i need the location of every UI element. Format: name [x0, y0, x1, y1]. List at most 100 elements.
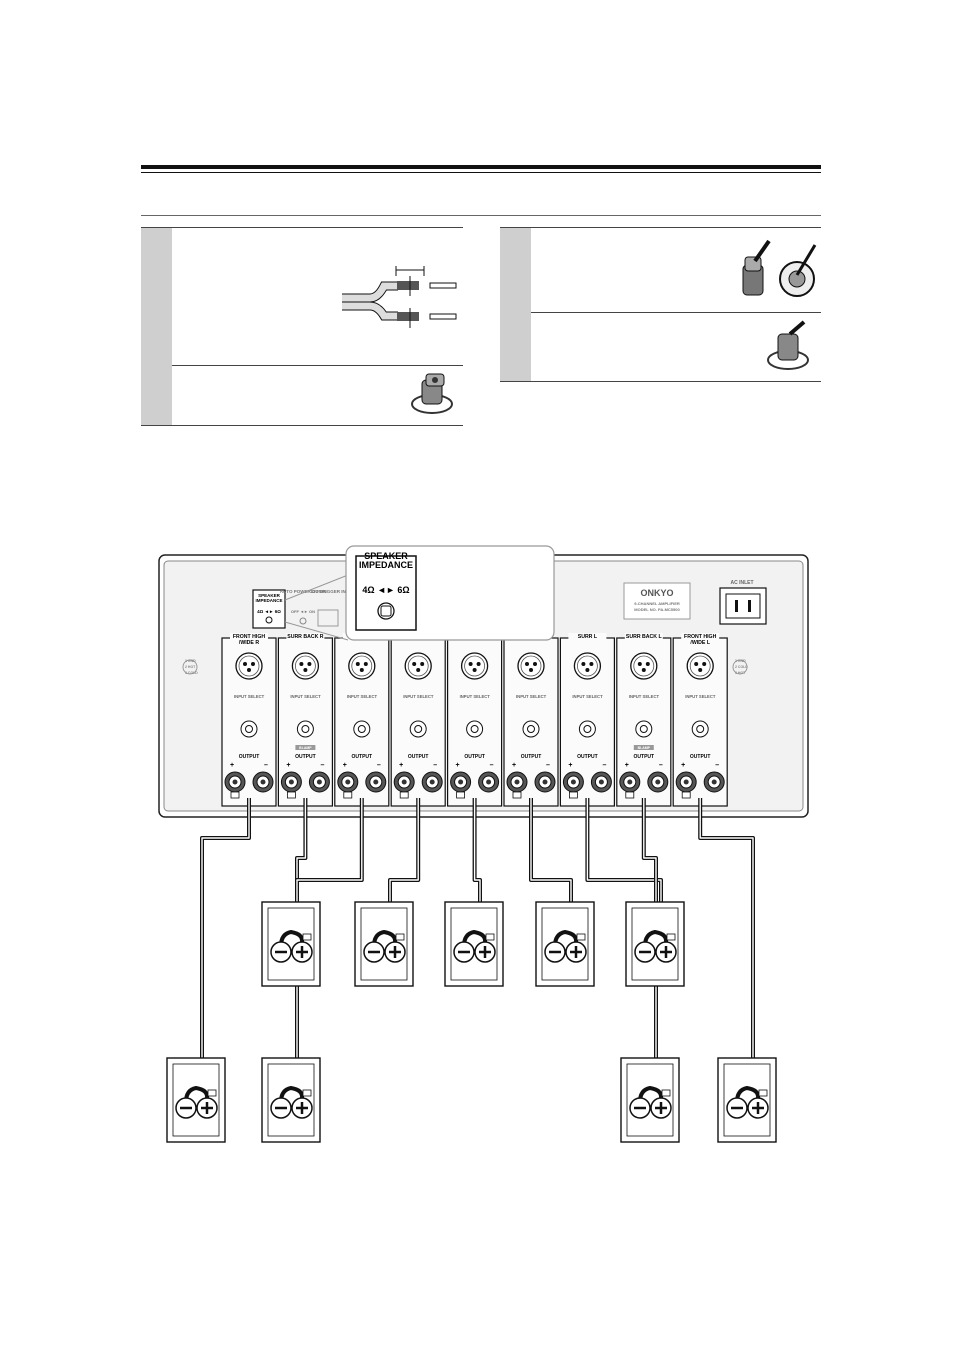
plus-label: +	[456, 762, 460, 769]
step-number-3	[500, 228, 531, 312]
brand-plate: ONKYO 9-CHANNEL AMPLIFIER MODEL NO. PA-M…	[623, 582, 691, 620]
xlr-input-connector[interactable]	[630, 652, 658, 680]
trigger-jack: 12V TRIGGER IN	[310, 589, 346, 627]
pin-right-3: 3 HOT	[735, 671, 746, 675]
minus-label: –	[490, 762, 494, 769]
rca-input-jack[interactable]	[296, 720, 314, 738]
pin-left-2: 2 HOT	[185, 665, 196, 669]
step-number-2	[141, 364, 172, 425]
minus-label: –	[546, 762, 550, 769]
minus-label: –	[433, 762, 437, 769]
step-box-4	[500, 311, 821, 382]
rca-input-jack[interactable]	[635, 720, 653, 738]
rca-input-jack[interactable]	[522, 720, 540, 738]
speakers	[166, 901, 777, 1143]
terminal-tighten-illustration	[767, 320, 809, 370]
callout-title-2: IMPEDANCE	[359, 560, 413, 570]
rca-input-jack[interactable]	[353, 720, 371, 738]
xlr-pin-legend-left: 1 GND 2 HOT 3 COLD	[182, 659, 198, 675]
xlr-input-connector[interactable]	[348, 652, 376, 680]
speaker	[717, 1057, 777, 1143]
pin-left-3: 3 COLD	[185, 671, 198, 675]
speaker	[354, 901, 414, 987]
minus-label: –	[264, 762, 268, 769]
input-select-label: INPUT SELECT	[572, 694, 603, 699]
input-select-label: INPUT SELECT	[685, 694, 716, 699]
callout-setting: 4Ω ◄► 6Ω	[362, 585, 409, 595]
rca-input-jack[interactable]	[578, 720, 596, 738]
speaker	[625, 901, 685, 987]
output-label: OUTPUT	[295, 754, 316, 760]
output-label: OUTPUT	[239, 754, 260, 760]
xlr-pin-legend-right: 1 GND 2 COLD 3 HOT	[732, 659, 748, 675]
plus-label: +	[399, 762, 403, 769]
input-select-label: INPUT SELECT	[234, 694, 265, 699]
auto-power-down-sub: OFF ◄► ON	[291, 609, 315, 614]
xlr-input-connector[interactable]	[517, 652, 545, 680]
channel-label: /WIDE R	[239, 640, 259, 646]
step-number-1	[141, 228, 172, 365]
step-box-1	[141, 227, 463, 366]
xlr-input-connector[interactable]	[573, 652, 602, 680]
rca-input-jack[interactable]	[409, 720, 427, 738]
pin-left-1: 1 GND	[185, 659, 196, 663]
speaker	[444, 901, 504, 987]
output-label: OUTPUT	[521, 754, 542, 760]
step-box-3	[500, 227, 821, 313]
channel-label: FRONT HIGH	[233, 634, 266, 640]
channel-label: /WIDE L	[690, 640, 710, 646]
channel-label: FRONT HIGH	[684, 634, 717, 640]
input-select-label: INPUT SELECT	[403, 694, 434, 699]
channel-label: SURR BACK R	[287, 634, 324, 640]
xlr-input-connector[interactable]	[404, 652, 432, 680]
xlr-input-connector[interactable]	[235, 652, 263, 680]
step-number-4	[500, 311, 531, 381]
section-rule	[141, 215, 821, 216]
input-select-label: INPUT SELECT	[629, 694, 660, 699]
bi-amp-label: BI-AMP	[299, 746, 312, 750]
wire-strip-illustration	[342, 266, 457, 328]
channel-label: SURR BACK L	[626, 634, 663, 640]
pin-right-1: 1 GND	[735, 659, 746, 663]
plus-label: +	[625, 762, 629, 769]
bi-amp-badge	[295, 745, 316, 750]
plus-label: +	[230, 762, 234, 769]
trigger-label: 12V TRIGGER IN	[310, 589, 346, 594]
small-impedance-switch: SPEAKER IMPEDANCE 4Ω ◄► 6Ω	[252, 589, 286, 629]
header-rule-thick	[141, 165, 821, 169]
terminal-insert-illustration	[742, 239, 817, 297]
speaker	[261, 1057, 321, 1143]
small-impedance-label-1: SPEAKER	[258, 593, 281, 598]
step-box-2	[141, 364, 463, 426]
bi-amp-label: BI-AMP	[638, 746, 651, 750]
rca-input-jack[interactable]	[466, 720, 484, 738]
minus-label: –	[715, 762, 719, 769]
plus-label: +	[343, 762, 347, 769]
terminal-loosen-illustration	[411, 373, 453, 414]
channel-modules: FRONT HIGH/WIDE R INPUT SELECT OUTPUT + – SUR…	[221, 633, 728, 807]
speaker-wire	[698, 798, 755, 1080]
speaker	[166, 1057, 226, 1143]
ac-inlet: AC INLET	[719, 580, 767, 625]
input-select-label: INPUT SELECT	[290, 694, 321, 699]
speaker	[261, 901, 321, 987]
speaker	[620, 1057, 680, 1143]
output-label: OUTPUT	[634, 754, 655, 760]
brand-logo: ONKYO	[640, 588, 673, 598]
xlr-input-connector[interactable]	[460, 652, 489, 680]
model-line-2: MODEL NO. PA-MC5500	[634, 607, 680, 612]
rca-input-jack[interactable]	[691, 720, 709, 738]
output-label: OUTPUT	[464, 754, 485, 760]
xlr-input-connector[interactable]	[291, 652, 320, 680]
xlr-input-connector[interactable]	[686, 652, 714, 680]
rca-input-jack[interactable]	[240, 720, 258, 738]
impedance-callout: SPEAKER IMPEDANCE 4Ω ◄► 6Ω	[284, 545, 555, 641]
input-select-label: INPUT SELECT	[516, 694, 547, 699]
